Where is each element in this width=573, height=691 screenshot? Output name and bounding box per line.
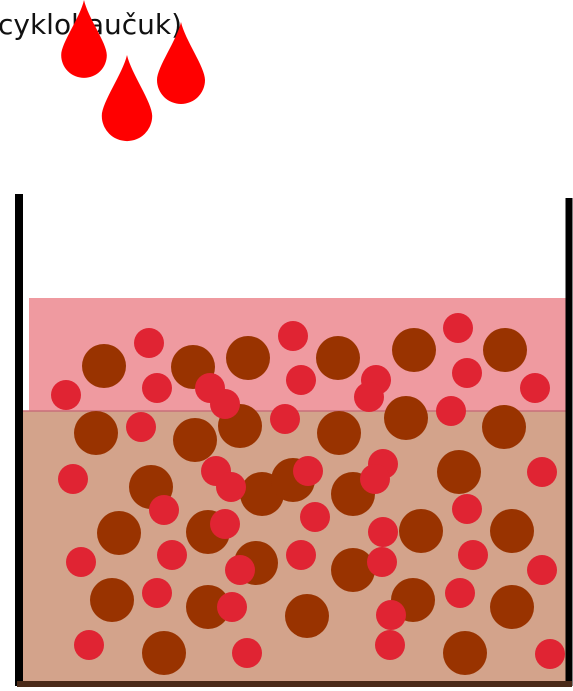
brown-particle: [399, 509, 443, 553]
brown-particle: [392, 328, 436, 372]
brown-particle: [285, 594, 329, 638]
red-particle: [66, 547, 96, 577]
red-particle: [535, 639, 565, 669]
red-particle: [527, 457, 557, 487]
brown-particle: [316, 336, 360, 380]
brown-particle: [384, 396, 428, 440]
red-particle: [286, 540, 316, 570]
red-particle: [354, 382, 384, 412]
brown-particle: [82, 344, 126, 388]
red-particle: [367, 547, 397, 577]
red-particle: [360, 464, 390, 494]
red-particle: [217, 592, 247, 622]
red-particle: [375, 630, 405, 660]
red-particle: [436, 396, 466, 426]
red-particle: [51, 380, 81, 410]
red-particle: [134, 328, 164, 358]
brown-particle: [74, 411, 118, 455]
brown-particle: [97, 511, 141, 555]
red-particle: [520, 373, 550, 403]
liquid-drop-icon-3: [102, 55, 152, 141]
red-particle: [74, 630, 104, 660]
red-particle: [210, 389, 240, 419]
brown-particle: [483, 328, 527, 372]
red-particle: [157, 540, 187, 570]
red-particle: [293, 456, 323, 486]
brown-particle: [142, 631, 186, 675]
red-particle: [368, 517, 398, 547]
brown-particle: [490, 585, 534, 629]
brown-particle: [482, 405, 526, 449]
red-particle: [225, 555, 255, 585]
red-particle: [142, 578, 172, 608]
red-particle: [300, 502, 330, 532]
red-particle: [232, 638, 262, 668]
brown-particle: [331, 548, 375, 592]
red-particle: [527, 555, 557, 585]
red-particle: [270, 404, 300, 434]
brown-particle: [317, 411, 361, 455]
red-particle: [443, 313, 473, 343]
brown-particle: [173, 418, 217, 462]
red-particle: [58, 464, 88, 494]
red-particle: [216, 472, 246, 502]
brown-particle: [443, 631, 487, 675]
brown-particle: [90, 578, 134, 622]
red-particle: [278, 321, 308, 351]
red-particle: [376, 600, 406, 630]
red-particle: [452, 494, 482, 524]
red-particle: [286, 365, 316, 395]
brown-particle: [226, 336, 270, 380]
brown-particle: [490, 509, 534, 553]
red-particle: [210, 509, 240, 539]
red-particle: [142, 373, 172, 403]
red-particle: [452, 358, 482, 388]
red-particle: [126, 412, 156, 442]
red-particle: [458, 540, 488, 570]
red-particle: [149, 495, 179, 525]
brown-particle: [437, 450, 481, 494]
red-particle: [445, 578, 475, 608]
